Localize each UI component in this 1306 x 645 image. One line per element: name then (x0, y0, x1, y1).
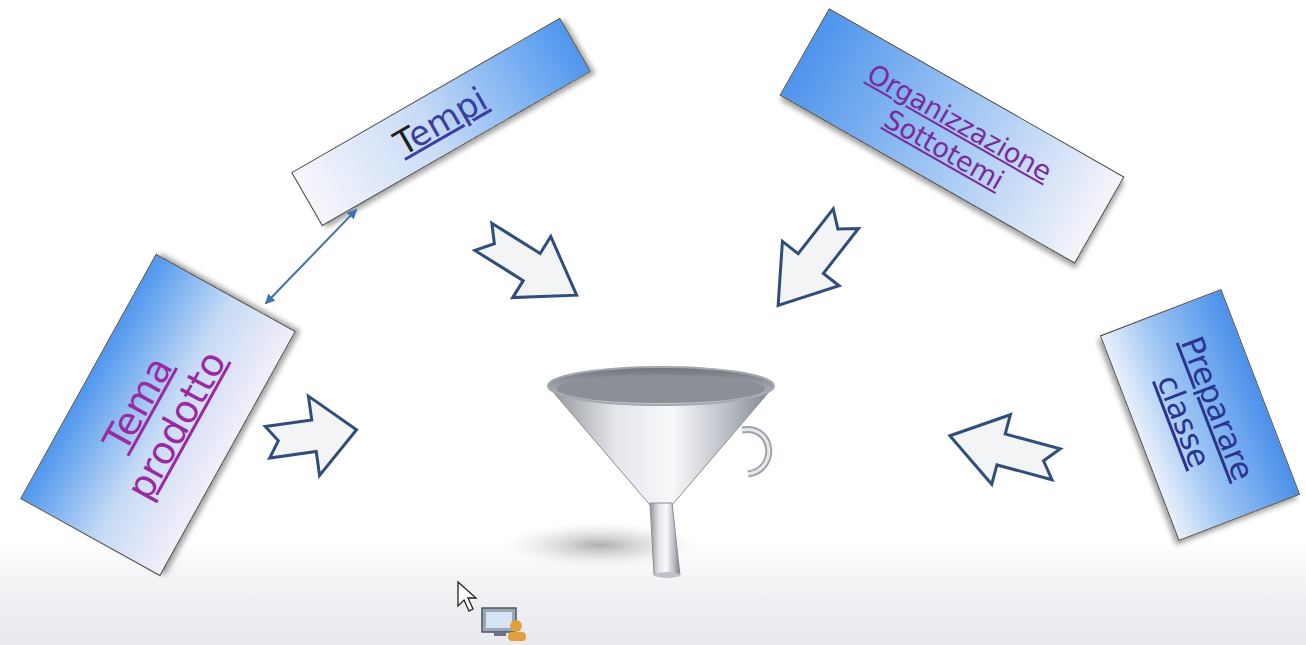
box-label: Tempi (388, 80, 494, 164)
gradient-box: Tempi (291, 18, 591, 226)
funnel (505, 367, 774, 578)
box-label: Organizzazione Sottotemi (832, 50, 1071, 223)
gradient-box: Tema prodotto (20, 254, 296, 576)
gradient-box: Preparare classe (1100, 289, 1300, 541)
block-arrow (941, 401, 1066, 499)
cursor-icon (458, 582, 526, 641)
double-arrow (266, 210, 357, 304)
box-label: Tema prodotto (74, 311, 243, 520)
block-arrow (262, 390, 362, 482)
block-arrow (750, 196, 874, 327)
box-label: Preparare classe (1135, 321, 1264, 510)
block-arrow (464, 206, 595, 325)
